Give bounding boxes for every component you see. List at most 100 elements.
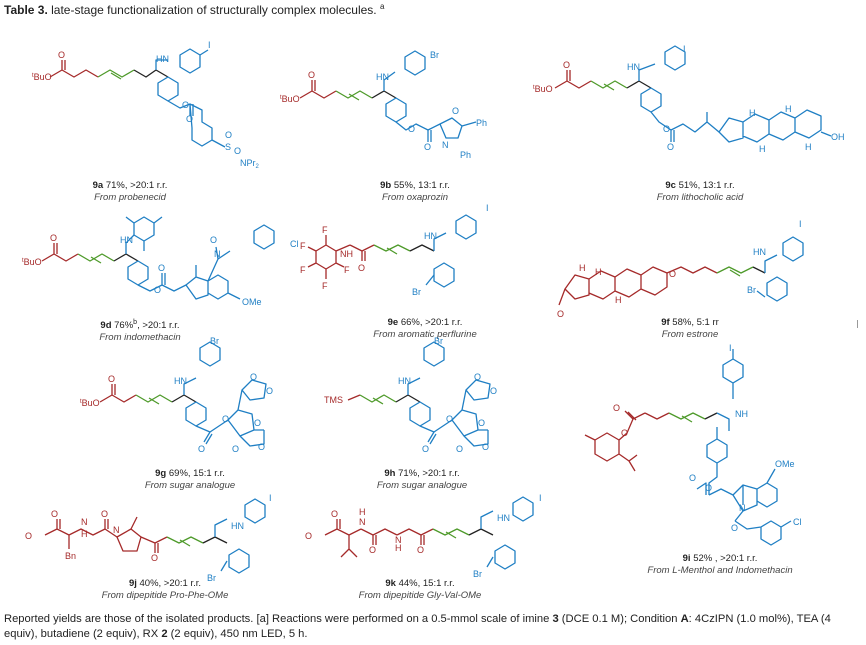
svg-text:Ph: Ph (476, 118, 487, 128)
svg-text:HN: HN (174, 376, 187, 386)
svg-text:HN: HN (376, 72, 389, 82)
svg-text:HN: HN (753, 247, 766, 257)
svg-text:O: O (234, 146, 241, 156)
edge-mark (857, 320, 858, 328)
svg-text:OMe: OMe (242, 297, 262, 307)
svg-text:O: O (232, 444, 239, 454)
svg-text:Br: Br (412, 287, 421, 297)
svg-text:HN: HN (120, 235, 133, 245)
svg-text:O: O (478, 418, 485, 428)
caption-9h: 9h 71%, >20:1 r.r.From sugar analogue (376, 468, 468, 491)
svg-text:N: N (442, 140, 449, 150)
svg-text:O: O (198, 444, 205, 454)
svg-text:F: F (322, 281, 328, 291)
structure-9b: tBuO O HN Br O O O N Ph Ph (280, 50, 487, 160)
svg-text:H: H (395, 543, 402, 553)
caption-9b: 9b 55%, 13:1 r.r.From oxaprozin (380, 180, 450, 203)
svg-text:HN: HN (424, 231, 437, 241)
svg-text:tBuO: tBuO (32, 72, 52, 82)
svg-text:F: F (344, 265, 350, 275)
svg-text:Cl: Cl (793, 517, 802, 527)
svg-text:O: O (482, 442, 489, 452)
caption-9e: 9e 66%, >20:1 r.r.From aromatic perfluri… (373, 317, 477, 340)
svg-text:O: O (490, 386, 497, 396)
svg-text:O: O (308, 70, 315, 80)
svg-text:N: N (395, 535, 402, 545)
caption-9c: 9c 51%, 13:1 r.r.From lithocholic acid (656, 180, 744, 203)
svg-text:O: O (422, 444, 429, 454)
svg-text:O: O (446, 414, 453, 424)
table-title: Table 3. late-stage functionalization of… (4, 2, 385, 17)
svg-text:F: F (322, 225, 328, 235)
svg-text:O: O (151, 553, 158, 563)
svg-text:O: O (474, 372, 481, 382)
svg-text:Br: Br (747, 285, 756, 295)
svg-text:HN: HN (156, 54, 169, 64)
svg-text:I: I (729, 343, 732, 353)
svg-text:HN: HN (398, 376, 411, 386)
svg-text:I: I (208, 40, 211, 50)
svg-text:O: O (557, 309, 564, 319)
svg-text:Br: Br (434, 336, 443, 346)
svg-text:I: I (269, 493, 272, 503)
svg-text:O: O (25, 531, 32, 541)
structure-9c: tBuO O HN I O O H H H H OH (533, 44, 845, 154)
svg-text:O: O (331, 509, 338, 519)
svg-text:tBuO: tBuO (80, 398, 100, 408)
caption-9d: 9d 76%b, >20:1 r.r.From indomethacin (99, 319, 181, 344)
svg-text:Br: Br (430, 50, 439, 60)
structure-9d: tBuO O HN O O N O Cl OMe (22, 216, 299, 307)
svg-text:O: O (50, 233, 57, 243)
svg-text:H: H (359, 507, 366, 517)
svg-text:tBuO: tBuO (280, 94, 300, 104)
structure-9a: tBuO O HN I O O S O O NPr2 (32, 40, 260, 170)
svg-text:tBuO: tBuO (533, 84, 553, 94)
caption-9g: 9g 69%, 15:1 r.r.From sugar analogue (144, 468, 236, 491)
svg-text:O: O (210, 235, 217, 245)
svg-text:N: N (739, 503, 746, 513)
svg-text:O: O (225, 130, 232, 140)
svg-text:HN: HN (627, 62, 640, 72)
svg-text:O: O (101, 509, 108, 519)
svg-text:Br: Br (473, 569, 482, 579)
structure-9i: O O NH I O O N OMe O Cl (584, 343, 802, 546)
svg-text:H: H (749, 108, 756, 118)
structure-9k: O O N H O N H O HN I Br (305, 493, 542, 579)
svg-text:O: O (222, 414, 229, 424)
svg-text:O: O (456, 444, 463, 454)
svg-text:O: O (305, 531, 312, 541)
caption-9j: 9j 40%, >20:1 r.r.From dipepitide Pro-Ph… (101, 578, 229, 601)
svg-text:O: O (705, 483, 712, 493)
svg-text:H: H (81, 529, 88, 539)
svg-text:N: N (113, 525, 120, 535)
svg-text:I: I (486, 203, 489, 213)
svg-text:O: O (254, 418, 261, 428)
svg-text:H: H (785, 104, 792, 114)
svg-text:F: F (300, 241, 306, 251)
svg-text:N: N (359, 517, 366, 527)
svg-text:Br: Br (210, 336, 219, 346)
svg-text:HN: HN (497, 513, 510, 523)
svg-text:H: H (595, 267, 602, 277)
svg-text:I: I (539, 493, 542, 503)
svg-text:O: O (563, 60, 570, 70)
svg-text:O: O (182, 100, 189, 110)
svg-text:tBuO: tBuO (22, 257, 42, 267)
svg-text:OH: OH (831, 132, 845, 142)
svg-text:I: I (683, 44, 686, 54)
svg-text:O: O (452, 106, 459, 116)
svg-text:O: O (663, 124, 670, 134)
svg-text:Br: Br (207, 573, 216, 583)
svg-text:H: H (615, 295, 622, 305)
svg-text:O: O (108, 374, 115, 384)
svg-text:O: O (424, 142, 431, 152)
svg-text:OMe: OMe (775, 459, 795, 469)
svg-text:O: O (51, 509, 58, 519)
svg-text:NPr2: NPr2 (240, 158, 260, 170)
svg-text:O: O (689, 473, 696, 483)
svg-text:O: O (258, 442, 265, 452)
svg-text:I: I (799, 219, 802, 229)
svg-text:Bn: Bn (65, 551, 76, 561)
svg-text:O: O (250, 372, 257, 382)
